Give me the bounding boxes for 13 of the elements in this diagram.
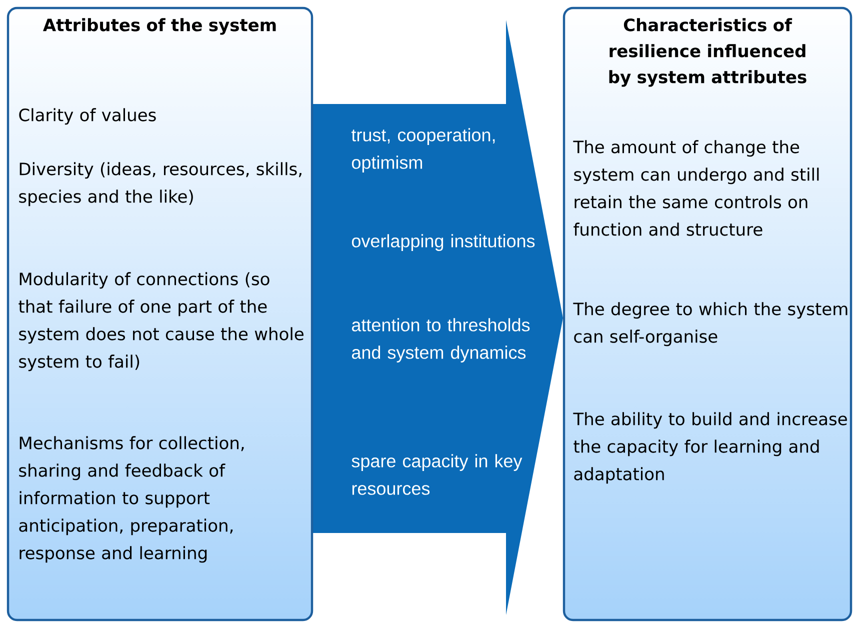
paragraph: Clarity of values xyxy=(19,108,156,125)
paragraph: Diversity (ideas, resources, skills, species and the like) xyxy=(19,162,302,206)
paragraph: spare capacity in key resources xyxy=(352,454,522,495)
heading: Attributes of the system xyxy=(43,18,276,35)
paragraph: Mechanisms for collection, sharing and feedback of information to support anticipation, preparation, response and learning xyxy=(19,436,244,563)
paragraph: The degree to which the system can self-organise xyxy=(573,302,848,346)
paragraph: attention to thresholds and system dynamics xyxy=(352,318,530,362)
paragraph: trust, cooperation, optimism xyxy=(351,128,495,172)
paragraph: The ability to build and increase the capacity for learning and adaptation xyxy=(573,412,847,484)
paragraph: Modularity of connections (so that failure of one part of the system does not cause the whole system to fail) xyxy=(18,272,304,372)
paragraph: overlapping institutions xyxy=(352,234,535,251)
heading: Characteristics of resilience influenced by system attributes xyxy=(609,18,806,87)
paragraph: The amount of change the system can undergo and still retain the same controls on function and structure xyxy=(573,140,819,236)
